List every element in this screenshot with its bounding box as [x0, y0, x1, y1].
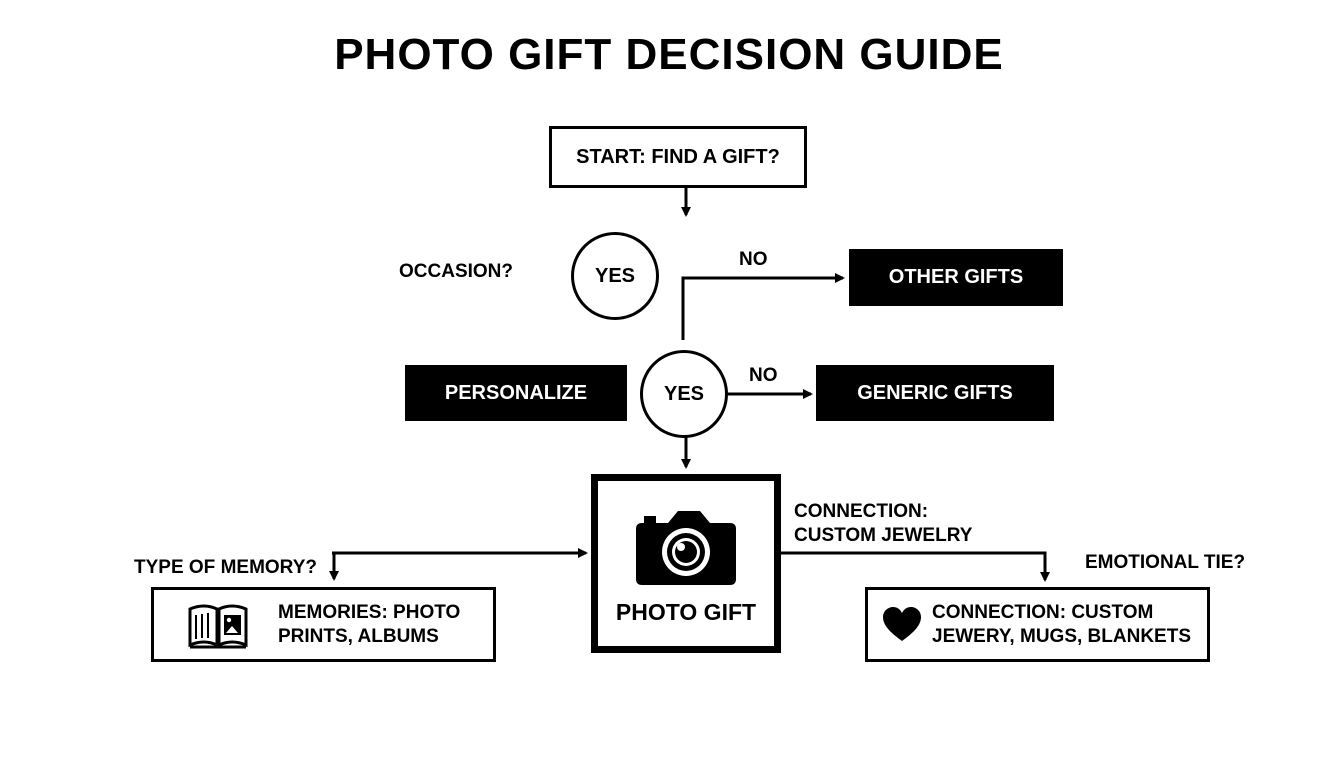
- personalize-box: PERSONALIZE: [405, 365, 627, 421]
- connection-label-line1: CONNECTION:: [794, 501, 929, 522]
- yes-circle-personalize: YES: [640, 350, 728, 438]
- photo-gift-label: PHOTO GIFT: [615, 599, 757, 625]
- start-box: START: FIND A GIFT?: [549, 126, 807, 188]
- connection-text-line1: CONNECTION: CUSTOM: [932, 601, 1154, 623]
- occasion-question: OCCASION?: [399, 261, 513, 282]
- other-gifts-box: OTHER GIFTS: [849, 249, 1063, 306]
- memories-box: MEMORIES: PHOTO PRINTS, ALBUMS: [151, 587, 496, 662]
- no-label-occasion: NO: [739, 249, 768, 270]
- diagram-title: PHOTO GIFT DECISION GUIDE: [334, 30, 1004, 79]
- connection-label-line2: CUSTOM JEWELRY: [794, 525, 973, 546]
- memories-text: MEMORIES: PHOTO PRINTS, ALBUMS: [278, 601, 460, 649]
- no-label-personalize: NO: [749, 365, 778, 386]
- emotional-tie-question: EMOTIONAL TIE?: [1085, 552, 1246, 573]
- photo-gift-box: PHOTO GIFT: [591, 474, 781, 653]
- yes-circle-occasion: YES: [571, 232, 659, 320]
- connection-box: CONNECTION: CUSTOM JEWERY, MUGS, BLANKET…: [865, 587, 1210, 662]
- connection-text-line2: JEWERY, MUGS, BLANKETS: [932, 625, 1191, 647]
- connection-label: CONNECTION: CUSTOM JEWELRY: [794, 500, 972, 548]
- arrow-to-emotional-tie: [781, 551, 1050, 582]
- photo-album-icon: [188, 604, 248, 648]
- memories-text-line2: PRINTS, ALBUMS: [278, 625, 439, 647]
- generic-gifts-box: GENERIC GIFTS: [816, 365, 1054, 421]
- camera-icon: [636, 511, 736, 585]
- arrow-no-to-other-gifts: [681, 273, 845, 340]
- memories-text-line1: MEMORIES: PHOTO: [278, 601, 461, 623]
- type-of-memory-question: TYPE OF MEMORY?: [134, 557, 317, 578]
- connection-text: CONNECTION: CUSTOM JEWERY, MUGS, BLANKET…: [932, 601, 1191, 649]
- heart-icon: [883, 606, 921, 641]
